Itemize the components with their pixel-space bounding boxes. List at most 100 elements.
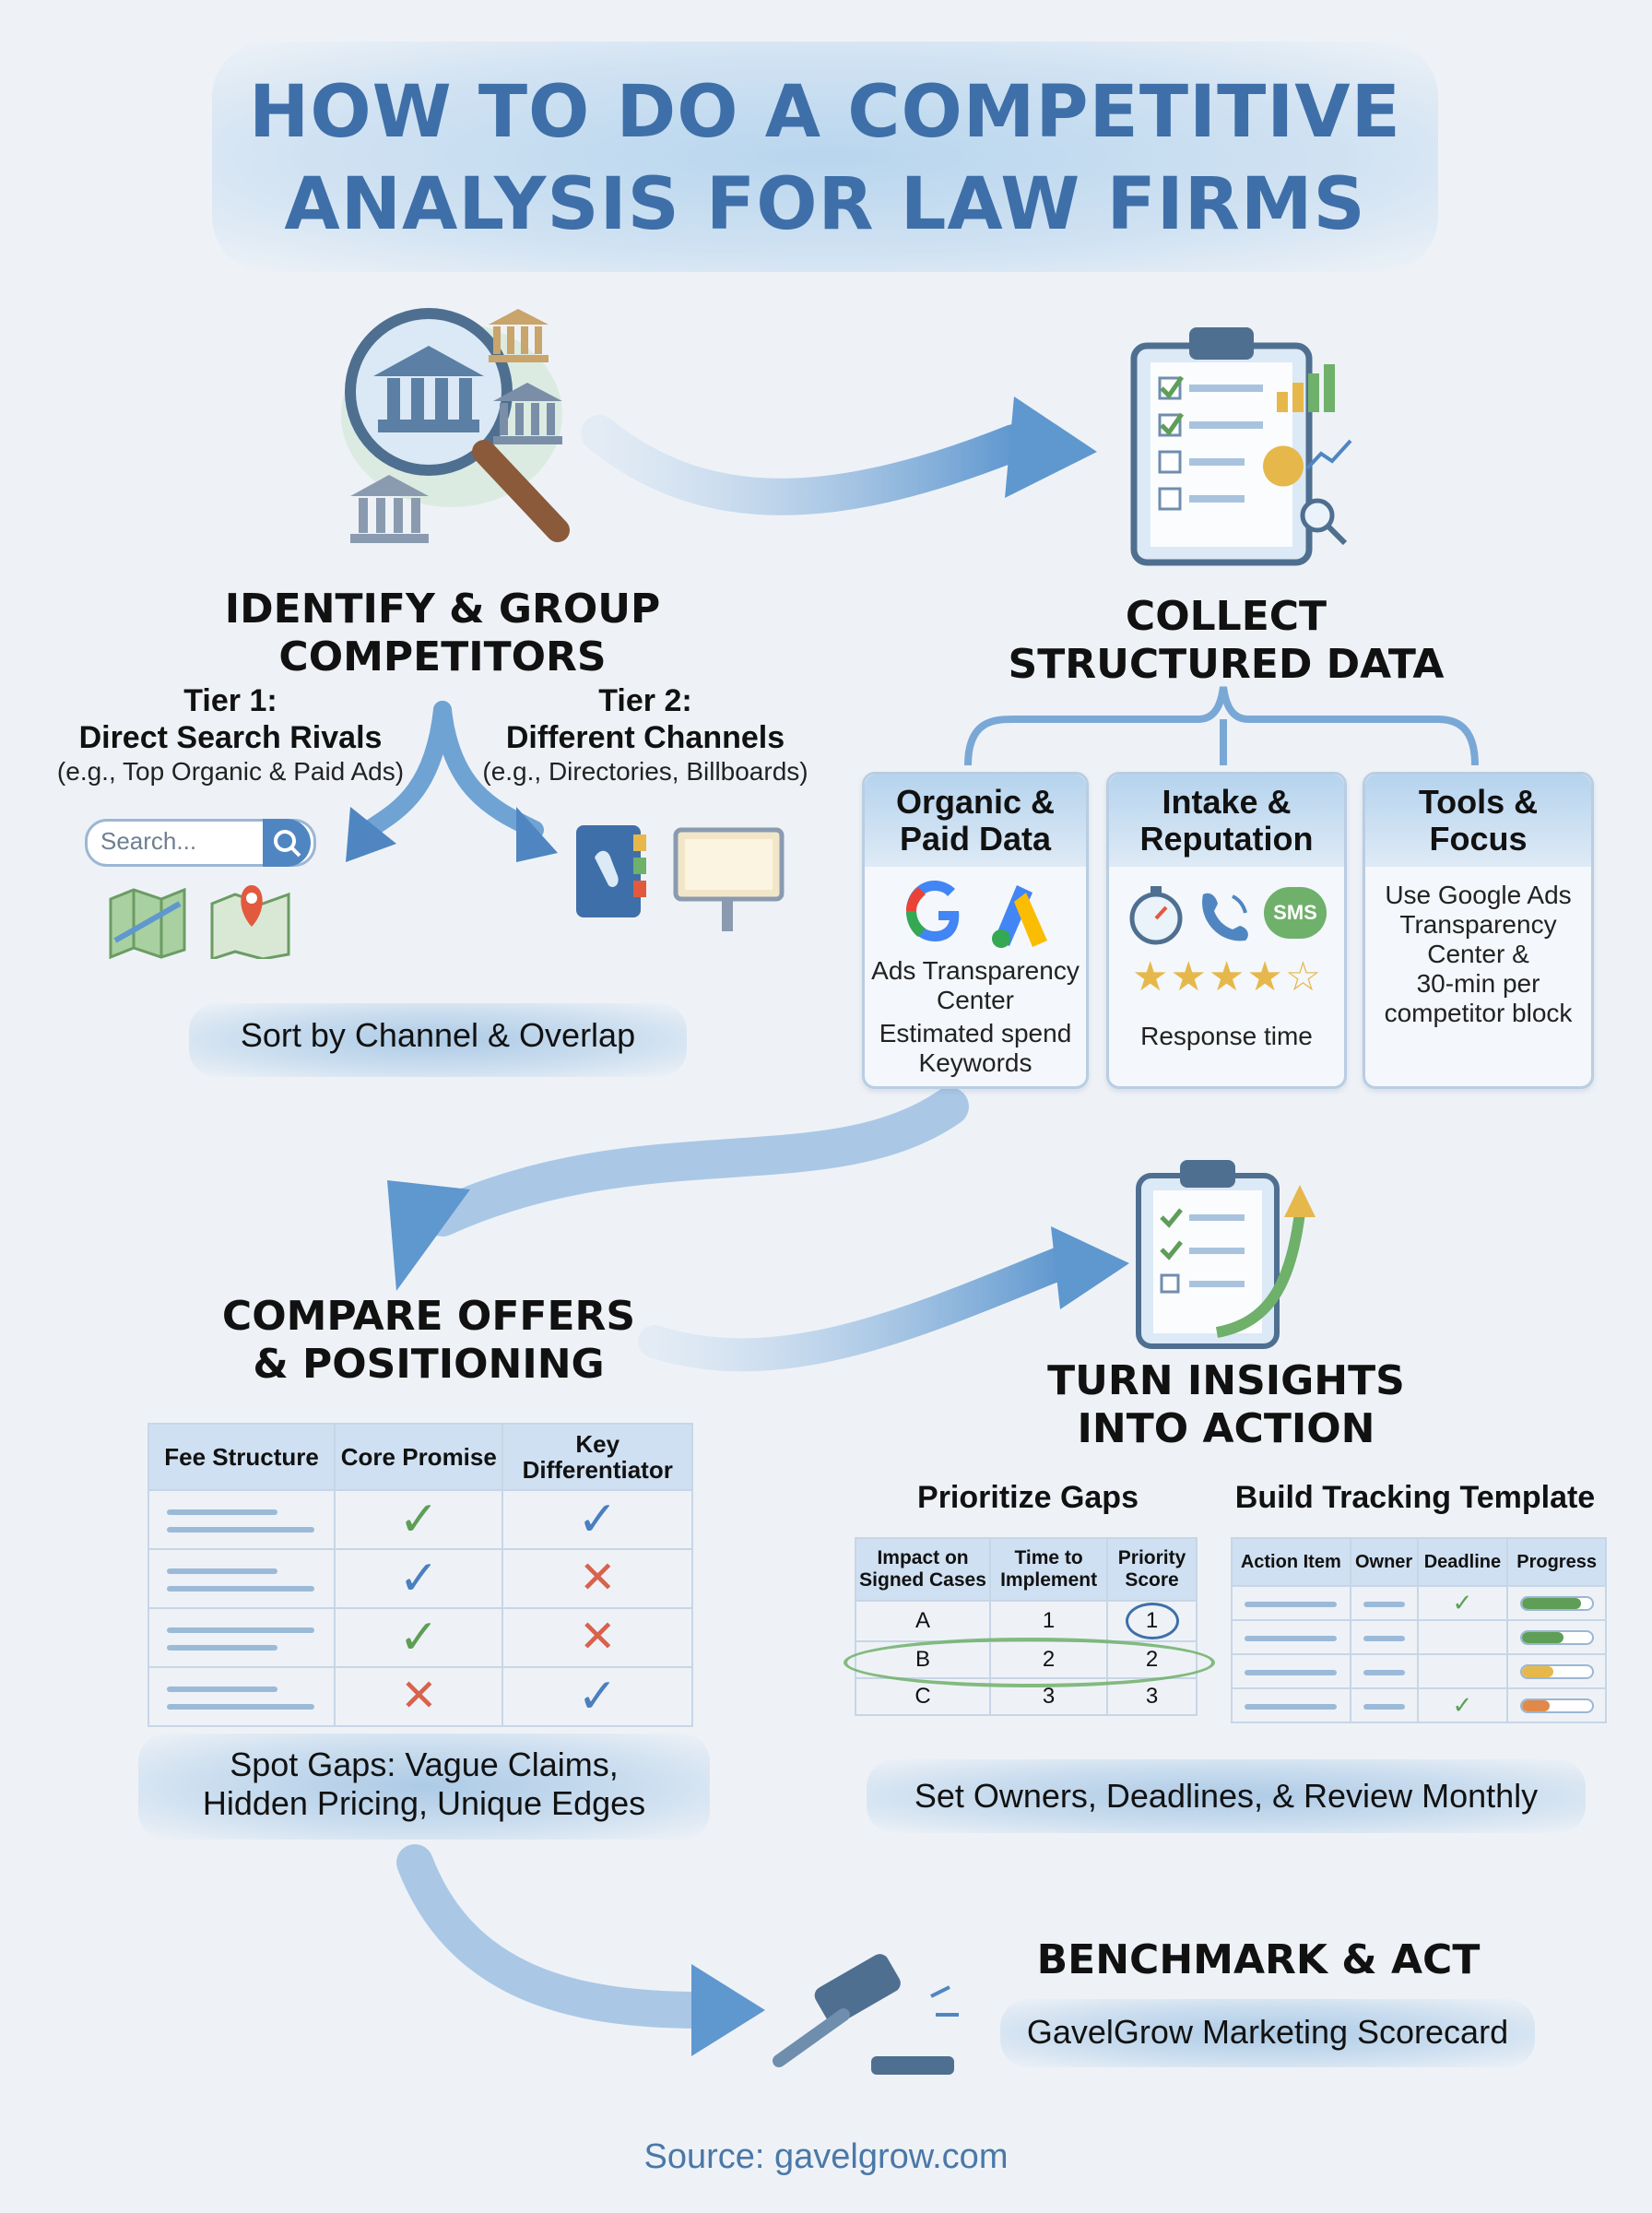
cross-icon: ✕ xyxy=(502,1548,693,1609)
compare-heading-line-1: COMPARE OFFERS xyxy=(221,1293,636,1340)
card-title-line-1: Tools & xyxy=(1418,783,1539,821)
stopwatch-icon xyxy=(1129,886,1183,945)
placeholder-line xyxy=(1349,1653,1419,1689)
card-line: Keywords xyxy=(918,1048,1032,1077)
search-button[interactable] xyxy=(263,819,311,867)
col-time: Time to Implement xyxy=(989,1537,1109,1602)
col-impact: Impact on Signed Cases xyxy=(854,1537,992,1602)
tier2-title: Tier 2: xyxy=(598,683,692,718)
card-intake-reputation: Intake & Reputation SMS ★★★★☆ Response t… xyxy=(1106,772,1347,1089)
placeholder-lines xyxy=(147,1607,336,1668)
card-line: Response time xyxy=(1140,1022,1313,1050)
card-line: Transparency xyxy=(1399,910,1557,939)
col-action-item: Action Item xyxy=(1231,1537,1351,1587)
table-row: ✓ xyxy=(1231,1687,1607,1723)
gavel-icon xyxy=(773,1954,959,2075)
progress-fill xyxy=(1521,1665,1553,1677)
card-header: Tools & Focus xyxy=(1365,775,1591,867)
col-deadline: Deadline xyxy=(1416,1537,1509,1587)
collect-heading-line-2: STRUCTURED DATA xyxy=(1008,641,1445,688)
card-header: Intake & Reputation xyxy=(1109,775,1344,867)
progress-bar xyxy=(1506,1585,1607,1621)
action-heading: TURN INSIGHTS INTO ACTION xyxy=(986,1357,1466,1453)
title-brush xyxy=(212,41,1438,272)
line-chart-icon xyxy=(1305,439,1352,470)
title-line-1: HOW TO DO A COMPETITIVE xyxy=(249,71,1401,154)
card-title-line-2: Reputation xyxy=(1139,820,1314,858)
col-priority: Priority Score xyxy=(1106,1537,1198,1602)
prioritize-title: Prioritize Gaps xyxy=(917,1480,1139,1515)
progress-fill xyxy=(1521,1597,1582,1609)
arrow-compare-to-benchmark xyxy=(396,1844,719,2029)
card-line: Center & xyxy=(1427,940,1529,968)
pill-brush xyxy=(138,1734,710,1840)
map-icon xyxy=(109,887,186,959)
card-body: Use Google Ads Transparency Center & 30-… xyxy=(1365,881,1591,1028)
courthouse-icon xyxy=(350,475,429,543)
tier1-example: (e.g., Top Organic & Paid Ads) xyxy=(56,757,405,786)
courthouse-icon xyxy=(489,309,549,362)
identify-heading-line-2: COMPETITORS xyxy=(278,633,607,680)
cell: A xyxy=(854,1600,992,1642)
collect-heading-line-1: COLLECT xyxy=(1125,593,1328,640)
card-line: Estimated spend xyxy=(879,1019,1072,1047)
placeholder-line xyxy=(1231,1687,1351,1723)
highlight-ellipse xyxy=(844,1638,1215,1687)
arrow-identify-to-collect xyxy=(581,415,1032,515)
pill-line-2: Hidden Pricing, Unique Edges xyxy=(202,1784,646,1822)
cell: 1 xyxy=(1106,1600,1198,1642)
review-pill: Set Owners, Deadlines, & Review Monthly xyxy=(914,1777,1539,1815)
prioritize-table: Impact on Signed Cases Time to Implement… xyxy=(854,1537,1198,1716)
action-heading-line-2: INTO ACTION xyxy=(1077,1405,1375,1452)
placeholder-line xyxy=(1231,1653,1351,1689)
compare-table: Fee Structure Core Promise Key Different… xyxy=(147,1423,693,1727)
card-title-line-1: Intake & xyxy=(1162,783,1292,821)
title-line-2: ANALYSIS FOR LAW FIRMS xyxy=(284,163,1366,246)
card-title-line-1: Organic & xyxy=(895,783,1056,821)
col-progress: Progress xyxy=(1506,1537,1607,1587)
col-fee-structure: Fee Structure xyxy=(147,1423,336,1491)
search-icon xyxy=(274,830,301,858)
table-row: ✓ xyxy=(1231,1585,1607,1621)
tracking-table: Action Item Owner Deadline Progress ✓✓ xyxy=(1231,1537,1607,1723)
card-line: Use Google Ads xyxy=(1385,881,1572,909)
check-icon: ✓ xyxy=(1416,1687,1509,1723)
table-row: A 1 1 xyxy=(854,1600,1198,1642)
identify-heading: IDENTIFY & GROUP COMPETITORS xyxy=(184,586,701,681)
phone-icon xyxy=(1202,893,1248,941)
magnifier-icon xyxy=(1300,498,1348,546)
magnifier-courthouse-icon xyxy=(341,308,570,542)
tier1-title: Tier 1: xyxy=(183,683,277,718)
card-header: Organic & Paid Data xyxy=(865,775,1086,867)
compare-heading: COMPARE OFFERS & POSITIONING xyxy=(184,1293,673,1389)
clipboard-icon xyxy=(1130,327,1313,566)
card-line: competitor block xyxy=(1384,999,1573,1027)
rating-stars-icon: ★★★★☆ xyxy=(1132,954,1324,1000)
col-core-promise: Core Promise xyxy=(334,1423,504,1491)
tier1-name: Direct Search Rivals xyxy=(78,720,383,755)
pill-brush xyxy=(1000,1999,1535,2067)
collect-heading: COLLECT STRUCTURED DATA xyxy=(986,593,1466,689)
cross-icon: ✕ xyxy=(502,1607,693,1668)
placeholder-line xyxy=(1231,1585,1351,1621)
benchmark-heading: BENCHMARK & ACT xyxy=(1036,1936,1481,1983)
google-ads-icons xyxy=(906,881,1047,948)
search-input[interactable]: Search... xyxy=(100,827,197,855)
placeholder-lines xyxy=(147,1548,336,1609)
source-credit: Source: gavelgrow.com xyxy=(643,2137,1009,2176)
cross-icon: ✕ xyxy=(334,1666,504,1727)
sms-icon: SMS xyxy=(1264,887,1327,939)
card-line: 30-min per xyxy=(1416,969,1540,998)
placeholder-line xyxy=(1349,1585,1419,1621)
sort-pill: Sort by Channel & Overlap xyxy=(240,1016,636,1054)
check-icon: ✓ xyxy=(334,1548,504,1609)
table-row xyxy=(1231,1653,1607,1689)
card-line: Ads Transparency xyxy=(871,956,1080,985)
progress-fill xyxy=(1521,1699,1550,1711)
table-row xyxy=(1231,1619,1607,1655)
tier2-example: (e.g., Directories, Billboards) xyxy=(482,757,808,786)
table-row: ✓ ✕ xyxy=(147,1607,693,1668)
progress-bar xyxy=(1506,1687,1607,1723)
tier2-name: Different Channels xyxy=(505,720,785,755)
table-row: ✓ ✓ xyxy=(147,1489,693,1550)
